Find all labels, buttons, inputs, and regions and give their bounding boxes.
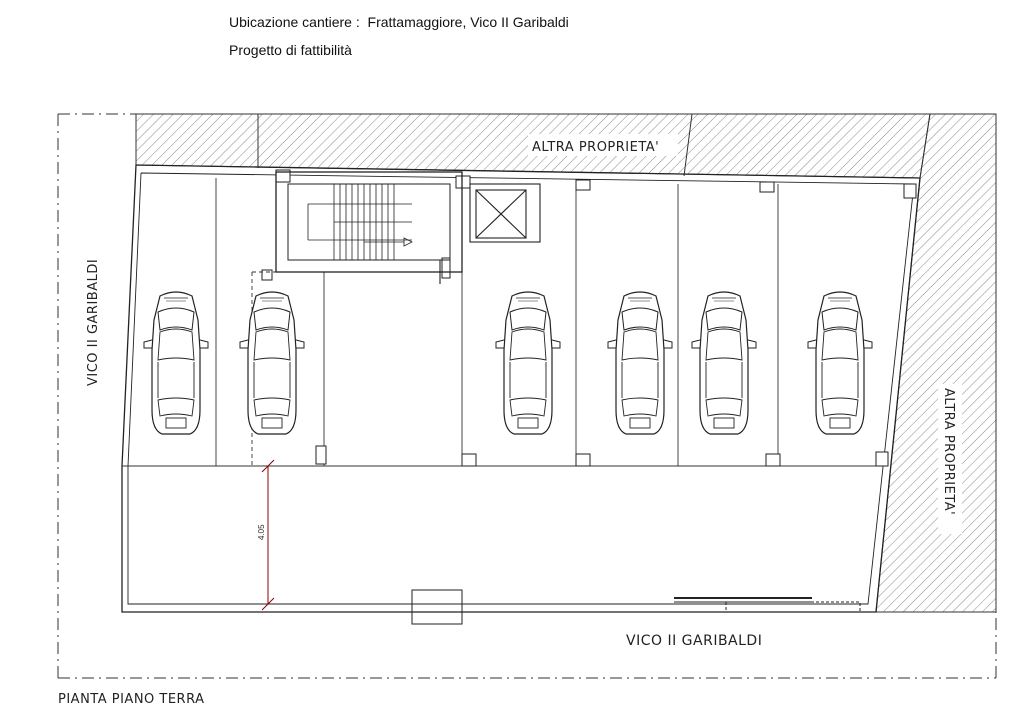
car-3 <box>495 291 561 435</box>
car-1 <box>143 291 209 435</box>
top-neighbor-label: ALTRA PROPRIETA' <box>532 140 659 155</box>
bottom-street-label: VICO II GARIBALDI <box>626 633 762 649</box>
top-neighbor-property: ALTRA PROPRIETA' <box>135 113 931 179</box>
site-location-text: Ubicazione cantiere : Frattamaggiore, Vi… <box>229 14 569 30</box>
car-2 <box>239 291 305 435</box>
car-5 <box>691 291 757 435</box>
entrance-gate <box>411 589 463 625</box>
dimension-value: 4.05 <box>257 524 266 540</box>
parking-bays <box>122 178 886 467</box>
elevator-shaft <box>439 183 541 284</box>
car-4 <box>607 291 673 435</box>
right-neighbor-property: ALTRA PROPRIETA' <box>875 113 997 613</box>
structural-columns <box>261 169 917 467</box>
right-neighbor-label: ALTRA PROPRIETA' <box>941 388 956 515</box>
building-outline <box>121 164 921 613</box>
sliding-gate <box>674 597 861 613</box>
access-corridor <box>251 271 276 466</box>
project-phase-text: Progetto di fattibilità <box>229 42 352 58</box>
plan-caption: PIANTA PIANO TERRA <box>58 692 205 707</box>
car-6 <box>807 291 873 435</box>
left-street-label: VICO II GARIBALDI <box>86 259 101 386</box>
stair-core <box>275 171 463 273</box>
parked-cars <box>143 291 873 435</box>
dimension-line: 4.05 <box>257 459 275 611</box>
